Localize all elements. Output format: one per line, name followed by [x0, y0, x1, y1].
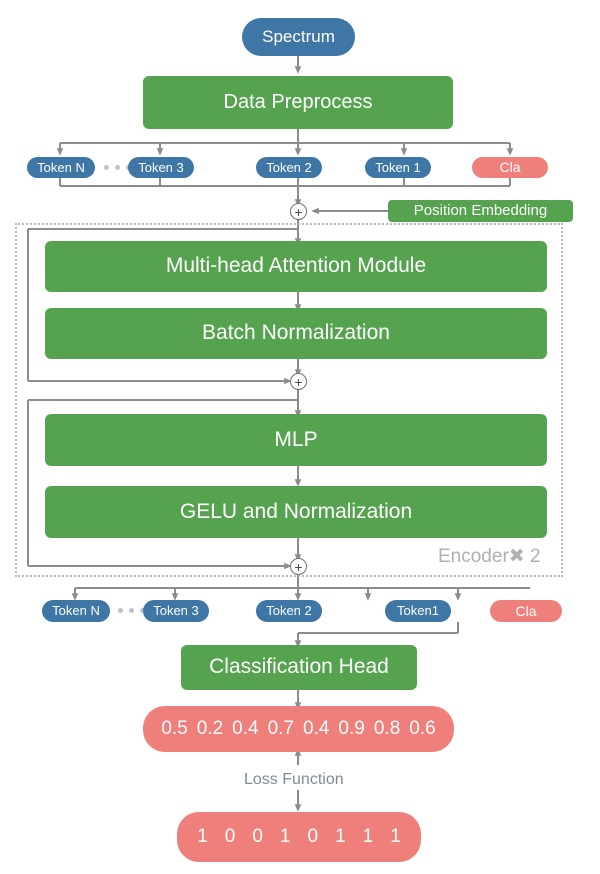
- token-bottom-2[interactable]: Token 2: [256, 600, 322, 622]
- probability-value-0: 0.5: [161, 718, 188, 740]
- token-bottom-2-label: Token 2: [266, 603, 312, 619]
- encoder-count-label: Encoder✖ 2: [438, 545, 541, 568]
- token-top-cla[interactable]: Cla: [472, 157, 548, 178]
- label-value-6: 1: [362, 826, 374, 848]
- add-node-residual-2: +: [290, 558, 307, 575]
- token-top-2[interactable]: Token 2: [256, 157, 322, 178]
- plus-symbol: +: [294, 203, 303, 220]
- label-value-4: 0: [307, 826, 319, 848]
- label-value-7: 1: [390, 826, 401, 848]
- node-gelu-normalization[interactable]: GELU and Normalization: [45, 486, 547, 538]
- ellipsis-dots-top: [104, 165, 131, 170]
- node-position-embedding-label: Position Embedding: [413, 202, 548, 220]
- label-value-2: 0: [252, 826, 263, 848]
- node-spectrum-label: Spectrum: [262, 27, 335, 47]
- node-mlp-label: MLP: [274, 427, 318, 451]
- node-batch-normalization[interactable]: Batch Normalization: [45, 308, 547, 359]
- token-top-3[interactable]: Token 3: [128, 157, 194, 178]
- probability-values: 0.5 0.2 0.4 0.7 0.4 0.9 0.8 0.6: [161, 719, 435, 739]
- node-mlp[interactable]: MLP: [45, 414, 547, 466]
- label-value-3: 1: [279, 826, 291, 848]
- token-bottom-n-label: Token N: [52, 603, 100, 619]
- loss-function-label: Loss Function: [244, 771, 344, 789]
- node-position-embedding[interactable]: Position Embedding: [388, 200, 573, 222]
- token-top-2-label: Token 2: [266, 159, 312, 175]
- token-bottom-n[interactable]: Token N: [42, 600, 110, 622]
- encoder-block: [15, 223, 563, 577]
- probability-value-3: 0.7: [267, 718, 294, 740]
- plus-symbol-2: +: [294, 373, 303, 390]
- probability-value-2: 0.4: [232, 718, 259, 740]
- node-gelu-normalization-label: GELU and Normalization: [179, 499, 413, 523]
- probability-value-5: 0.9: [338, 718, 365, 740]
- label-value-1: 0: [224, 826, 236, 848]
- label-value-5: 1: [335, 826, 346, 848]
- node-classification-head-label: Classification Head: [209, 655, 389, 679]
- probability-value-1: 0.2: [196, 718, 224, 740]
- add-node-residual-1: +: [290, 373, 307, 390]
- token-top-n[interactable]: Token N: [27, 157, 95, 178]
- node-classification-head[interactable]: Classification Head: [181, 645, 417, 690]
- probability-value-4: 0.4: [303, 718, 330, 740]
- node-data-preprocess[interactable]: Data Preprocess: [143, 76, 453, 129]
- token-top-3-label: Token 3: [138, 159, 184, 175]
- token-bottom-1-label: Token1: [397, 603, 439, 619]
- token-bottom-1[interactable]: Token1: [385, 600, 451, 622]
- node-spectrum[interactable]: Spectrum: [242, 18, 355, 56]
- ellipsis-dots-bottom: [118, 608, 145, 613]
- token-bottom-3[interactable]: Token 3: [143, 600, 209, 622]
- token-bottom-cla-label: Cla: [515, 602, 537, 619]
- node-multi-head-attention-label: Multi-head Attention Module: [165, 254, 427, 278]
- add-node-position-embedding: +: [290, 203, 307, 220]
- token-bottom-cla[interactable]: Cla: [490, 600, 562, 622]
- loss-function-text: Loss Function: [244, 771, 344, 788]
- label-value-0: 1: [197, 826, 208, 848]
- token-top-1[interactable]: Token 1: [365, 157, 431, 178]
- probability-value-6: 0.8: [373, 718, 401, 740]
- node-data-preprocess-label: Data Preprocess: [223, 91, 373, 113]
- node-batch-normalization-label: Batch Normalization: [202, 321, 390, 345]
- output-probabilities[interactable]: 0.5 0.2 0.4 0.7 0.4 0.9 0.8 0.6: [143, 706, 454, 752]
- token-bottom-3-label: Token 3: [153, 603, 199, 619]
- token-top-cla-label: Cla: [499, 159, 521, 176]
- plus-symbol-3: +: [294, 558, 303, 575]
- node-multi-head-attention[interactable]: Multi-head Attention Module: [45, 241, 547, 292]
- token-top-1-label: Token 1: [375, 159, 421, 175]
- encoder-count-text: Encoder✖ 2: [438, 546, 541, 567]
- probability-value-7: 0.6: [409, 718, 436, 740]
- token-top-n-label: Token N: [37, 159, 85, 175]
